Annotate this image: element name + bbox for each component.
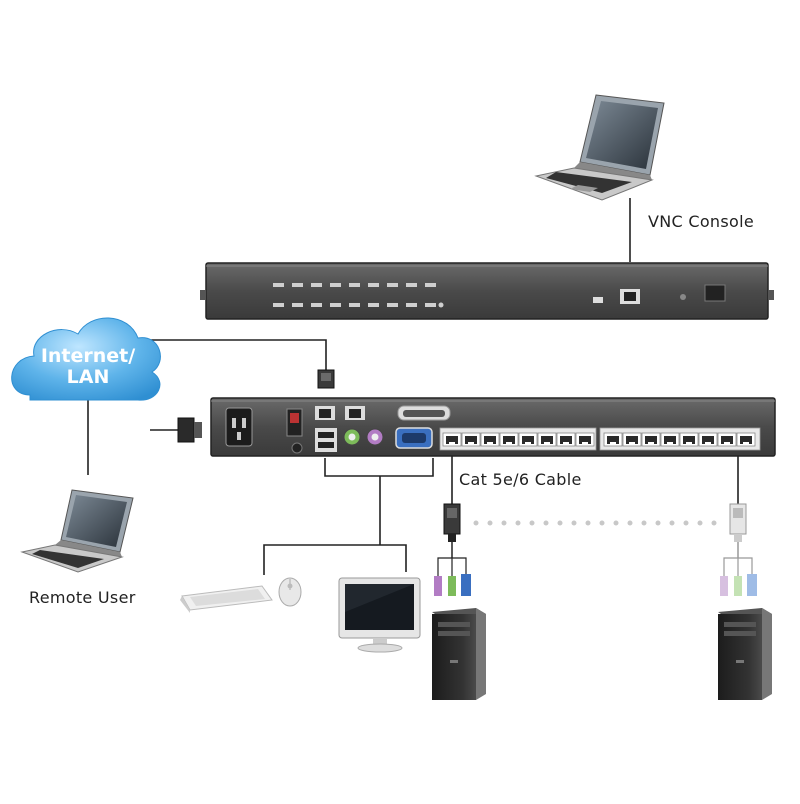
cloud-label-line2: LAN [67, 366, 110, 388]
kvm-switch-top [200, 262, 774, 320]
cloud-icon: Internet/ LAN [11, 317, 161, 401]
cloud-label-line1: Internet/ [41, 345, 135, 367]
tower-computer-right-icon [718, 608, 772, 700]
power-connector-icon [177, 417, 202, 443]
connection-lines [87, 198, 739, 575]
cable-connector-left-icon [434, 503, 471, 596]
kvm-switch-rear [210, 397, 776, 457]
monitor-icon [338, 577, 421, 653]
mouse-icon [278, 577, 302, 607]
vnc-laptop-icon [534, 94, 665, 201]
remote-laptop-icon [20, 489, 134, 573]
remote-user-label: Remote User [29, 588, 136, 607]
tower-computer-left-icon [432, 608, 486, 700]
dotted-chain [473, 520, 717, 526]
vnc-console-label: VNC Console [648, 212, 754, 231]
cable-label: Cat 5e/6 Cable [459, 470, 582, 489]
keyboard-icon [180, 585, 273, 613]
cable-connector-right-icon [720, 503, 757, 596]
lan-connector-icon [317, 369, 335, 389]
